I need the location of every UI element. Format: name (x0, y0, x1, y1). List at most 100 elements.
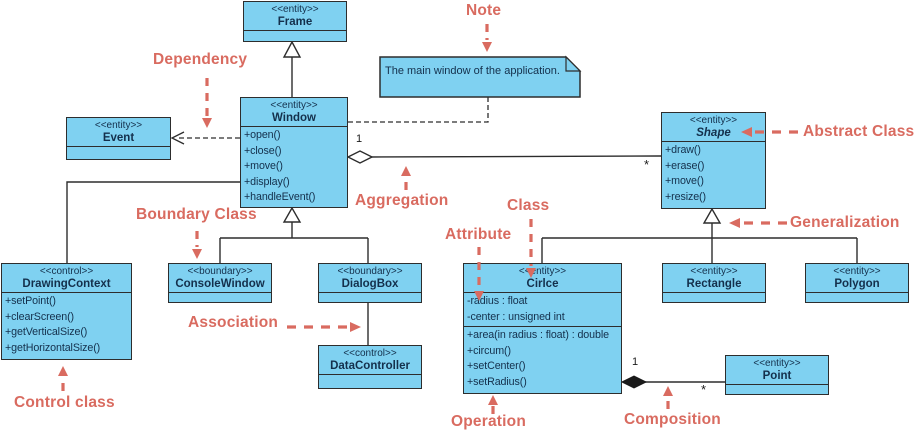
operation-row: +display() (244, 175, 290, 188)
stereotype-label: <<control>> (39, 266, 94, 277)
class-polygon: <<entity>> Polygon (805, 263, 909, 303)
operations-compartment: +area(in radius : float) : double +circu… (464, 326, 621, 393)
class-frame-header: <<entity>> Frame (244, 2, 346, 30)
composition-multiplicity-part: * (701, 382, 707, 397)
dependency-window-event (170, 131, 240, 145)
generalization-annotation-label: Generalization (790, 214, 900, 231)
class-datacontroller-header: <<control>> DataController (319, 346, 421, 374)
operation-row: +move() (665, 175, 704, 187)
class-dialogbox-header: <<boundary>> DialogBox (319, 264, 421, 292)
aggregation-annotation-arrow (401, 166, 411, 190)
class-name-label: DialogBox (341, 278, 399, 290)
class-name-label: Polygon (834, 278, 880, 290)
empty-compartment (726, 384, 828, 394)
class-consolewindow-header: <<boundary>> ConsoleWindow (169, 264, 271, 292)
generalization-window-frame (282, 40, 302, 97)
class-point: <<entity>> Point (725, 355, 829, 395)
stereotype-label: <<entity>> (690, 266, 738, 277)
class-rectangle-header: <<entity>> Rectangle (663, 264, 765, 292)
class-name-label: DrawingContext (22, 278, 111, 290)
operation-row: +draw() (665, 144, 701, 156)
stereotype-label: <<entity>> (753, 358, 801, 369)
dependency-annotation-label: Dependency (153, 51, 248, 68)
stereotype-label: <<entity>> (270, 100, 318, 111)
class-circle-header: <<entity>> Cirlce (464, 264, 621, 292)
class-event: <<entity>> Event (66, 117, 171, 160)
operation-row: +setPoint() (5, 295, 56, 307)
operations-compartment: +draw() +erase() +move() +resize() (662, 141, 765, 206)
operation-row: +move() (244, 160, 283, 172)
note-anchor-line (348, 97, 489, 123)
empty-compartment (663, 292, 765, 302)
class-name-label: Point (762, 370, 792, 382)
note-annotation-arrow (482, 24, 492, 52)
class-frame: <<entity>> Frame (243, 1, 347, 42)
empty-compartment (67, 146, 170, 159)
stereotype-label: <<boundary>> (337, 266, 403, 277)
class-name-label: Rectangle (686, 278, 742, 290)
class-name-label: ConsoleWindow (175, 278, 265, 290)
class-shape: <<entity>> Shape +draw() +erase() +move(… (661, 112, 766, 209)
class-polygon-header: <<entity>> Polygon (806, 264, 908, 292)
operation-row: +setCenter() (467, 360, 526, 372)
dependency-annotation-arrow (202, 78, 212, 128)
operation-annotation-arrow (488, 395, 498, 414)
aggregation-annotation-label: Aggregation (355, 192, 449, 209)
empty-compartment (169, 292, 271, 302)
boundary-class-annotation-label: Boundary Class (136, 206, 257, 223)
composition-multiplicity-whole: 1 (632, 356, 639, 368)
note-shape (379, 55, 582, 98)
class-consolewindow: <<boundary>> ConsoleWindow (168, 263, 272, 303)
operation-row: +area(in radius : float) : double (467, 329, 609, 341)
note-annotation-label: Note (466, 2, 502, 19)
stereotype-label: <<boundary>> (187, 266, 253, 277)
operation-row: +setRadius() (467, 375, 527, 388)
generalization-annotation-arrow (729, 218, 787, 228)
stereotype-label: <<entity>> (94, 120, 143, 131)
attribute-annotation-label: Attribute (445, 226, 512, 243)
class-name-label: Window (272, 112, 316, 124)
control-class-annotation-label: Control class (14, 394, 115, 411)
class-name-label: Frame (277, 16, 313, 28)
empty-compartment (319, 292, 421, 302)
composition-circle-point (620, 375, 725, 389)
empty-compartment (806, 292, 908, 302)
class-circle: <<entity>> Cirlce -radius : float -cente… (463, 263, 622, 394)
operation-row: +getHorizontalSize() (5, 341, 101, 354)
class-dialogbox: <<boundary>> DialogBox (318, 263, 422, 303)
association-annotation-arrow (287, 322, 361, 332)
stereotype-label: <<entity>> (833, 266, 881, 277)
attribute-row: -radius : float (467, 295, 528, 307)
note-text: The main window of the application. (385, 65, 560, 77)
composition-annotation-arrow (663, 386, 673, 409)
stereotype-label: <<entity>> (689, 115, 738, 126)
class-window-header: <<entity>> Window (241, 98, 347, 126)
class-drawingcontext: <<control>> DrawingContext +setPoint() +… (1, 263, 132, 360)
aggregation-multiplicity-part: * (644, 157, 650, 172)
operation-row: +open() (244, 129, 281, 141)
operation-row: +erase() (665, 159, 705, 172)
class-name-label: Shape (696, 127, 731, 139)
class-name-label: Event (102, 132, 135, 144)
stereotype-label: <<entity>> (271, 4, 319, 15)
boundary-class-annotation-arrow (192, 231, 202, 259)
class-rectangle: <<entity>> Rectangle (662, 263, 766, 303)
operation-row: +clearScreen() (5, 310, 74, 323)
composition-annotation-label: Composition (624, 411, 721, 428)
stereotype-label: <<control>> (343, 348, 397, 359)
operation-row: +resize() (665, 190, 706, 203)
empty-compartment (244, 30, 346, 41)
class-window: <<entity>> Window +open() +close() +move… (240, 97, 348, 208)
operation-row: +circum() (467, 344, 511, 357)
class-point-header: <<entity>> Point (726, 356, 828, 384)
operations-compartment: +setPoint() +clearScreen() +getVerticalS… (2, 292, 131, 357)
attributes-compartment: -radius : float -center : unsigned int (464, 292, 621, 326)
abstract-class-annotation-label: Abstract Class (803, 123, 915, 140)
stereotype-label: <<entity>> (518, 266, 567, 277)
operations-compartment: +open() +close() +move() +display() +han… (241, 126, 347, 207)
association-annotation-label: Association (188, 314, 279, 331)
control-class-annotation-arrow (58, 366, 68, 391)
class-shape-header: <<entity>> Shape (662, 113, 765, 141)
operation-row: +getVerticalSize() (5, 326, 88, 338)
empty-compartment (319, 374, 421, 388)
